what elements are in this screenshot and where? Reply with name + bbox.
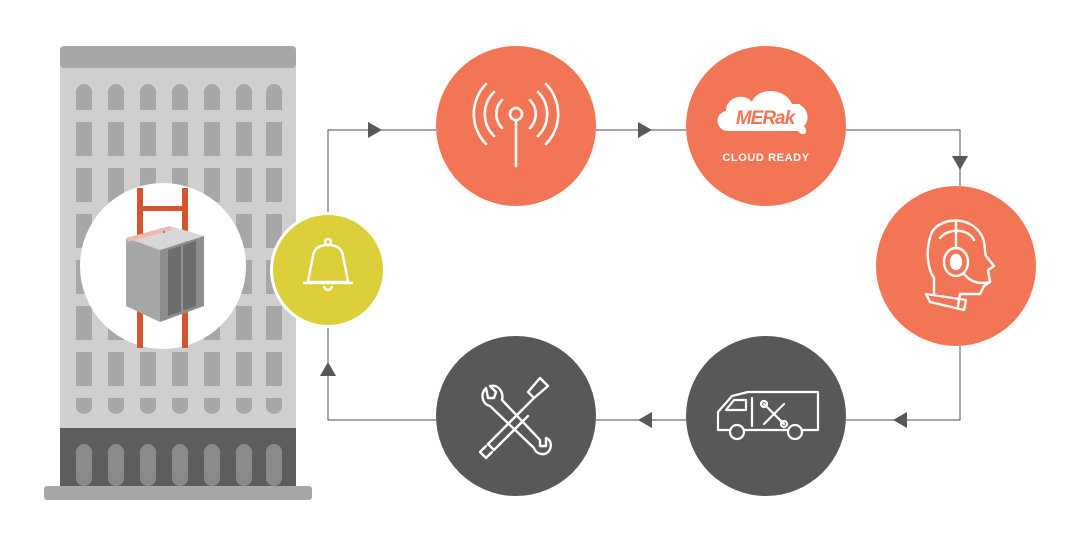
line-alarm-to-signal: [327, 129, 436, 215]
service-van-icon: [686, 336, 846, 496]
arrow-left-2: [638, 412, 652, 428]
line-support-to-van: [846, 346, 961, 421]
building-base-windows: [76, 444, 282, 486]
wrench-screwdriver-icon: [436, 336, 596, 496]
wireless-signal-icon: [436, 46, 596, 206]
flow-arrows: [320, 122, 968, 428]
elevator-icon: [80, 183, 246, 349]
cloud-brand: MERak: [736, 108, 797, 129]
arrow-right-2: [638, 122, 652, 138]
building-foundation: [44, 486, 312, 500]
flow-lines: [327, 129, 961, 421]
arrow-left-1: [893, 412, 907, 428]
line-cloud-to-support: [846, 129, 961, 186]
line-repair-to-alarm: [327, 325, 436, 421]
arrow-down-1: [952, 156, 968, 170]
bell-icon: [270, 212, 386, 328]
arrow-up-1: [320, 362, 336, 376]
arrow-right-1: [368, 122, 382, 138]
cloud-icon: MERak CLOUD READY: [686, 46, 846, 206]
cloud-ready-caption: CLOUD READY: [722, 152, 809, 164]
headset-operator-icon: [876, 186, 1036, 346]
